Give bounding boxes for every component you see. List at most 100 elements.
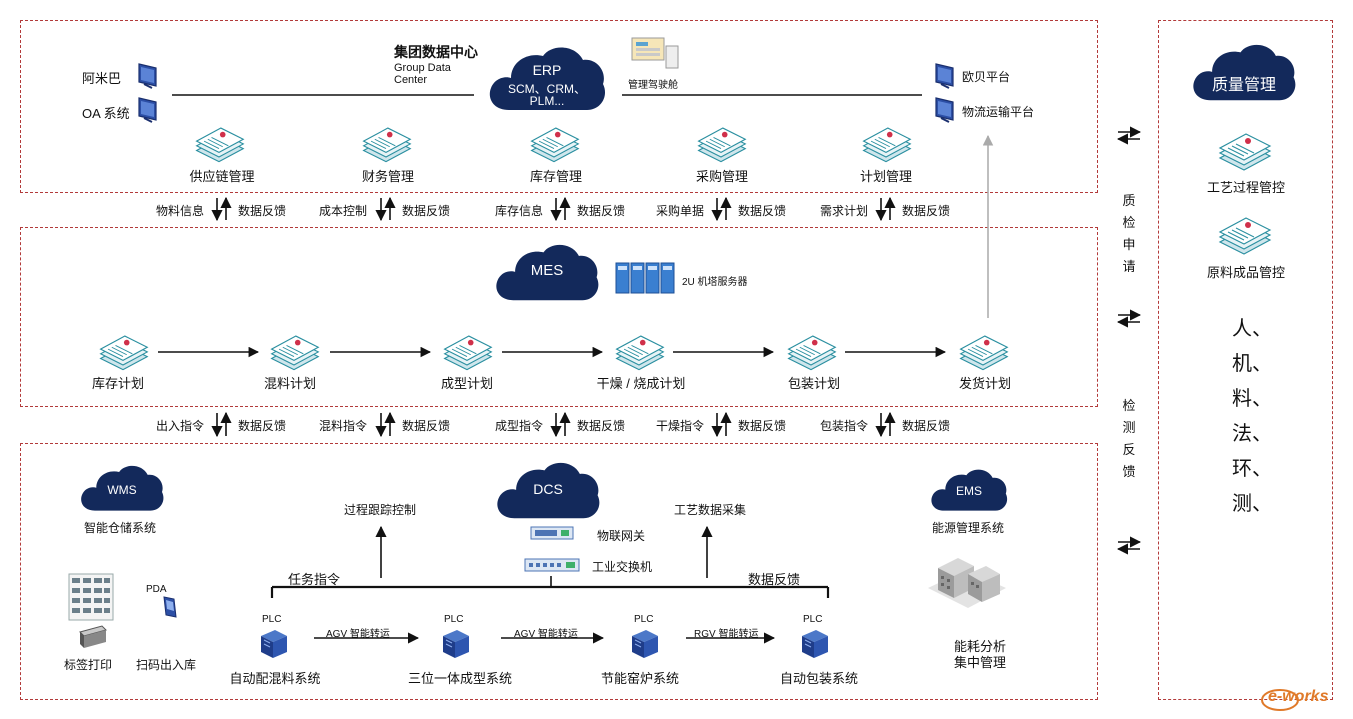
watermark-logo: e-works [1268,688,1329,705]
bottom-section [20,443,1098,700]
energy-analysis: 能耗分析 [953,639,1007,654]
barcode-sheet-icon [68,573,114,621]
printer-icon [79,625,107,648]
test-feedback-text: 检测 反馈 [1122,398,1136,479]
transport-label: RGV 智能转运 [694,629,759,640]
right-system-oubei: 欧贝平台 [962,70,1011,84]
erp-line2: PLM... [529,94,565,108]
watermark-swoosh [1261,689,1299,711]
gateway-label: 物联网关 [597,529,646,543]
module-inventory: 库存管理 [529,169,583,184]
energy-central: 集中管理 [953,655,1007,670]
switch-icon [524,558,580,572]
document-icon [1214,212,1274,256]
system-mixing: 自动配混料系统 [229,671,321,686]
quality-title: 质量管理 [1211,77,1276,94]
top-section [20,20,1098,193]
flow2-down-label: 出入指令 [156,419,205,433]
flow2-down-label: 混料指令 [319,419,368,433]
server-icon [615,262,675,294]
flow1-up-label: 数据反馈 [238,204,287,218]
system-packing: 自动包装系统 [779,671,859,686]
flow2-up-label: 数据反馈 [402,419,451,433]
plan-packing: 包装计划 [787,376,841,391]
plan-forming: 成型计划 [440,376,494,391]
plc-icon [628,626,662,660]
module-supply-chain: 供应链管理 [189,169,255,184]
feedback-label: 数据反馈 [748,572,801,587]
system-forming: 三位一体成型系统 [407,671,513,686]
flow1-down-label: 采购单据 [656,204,705,218]
flow1-down-label: 库存信息 [495,204,544,218]
flow2-up-label: 数据反馈 [238,419,287,433]
cockpit-icon [631,37,679,69]
plan-drying: 干燥 / 烧成计划 [596,376,686,391]
flow1-up-label: 数据反馈 [402,204,451,218]
plan-shipping: 发货计划 [958,376,1012,391]
quality-item-process: 工艺过程管控 [1206,180,1286,195]
erp-title: ERP [532,62,562,78]
left-system-amiba: 阿米巴 [82,71,122,86]
switch-label: 工业交换机 [592,560,653,574]
flow1-down-label: 需求计划 [820,204,869,218]
scan-label: 扫码出入库 [136,658,197,672]
mes-title: MES [530,262,564,279]
flow1-down-label: 物料信息 [156,204,205,218]
transport-label: AGV 智能转运 [514,629,578,640]
gateway-icon [530,526,574,540]
pda-icon [163,596,177,618]
ems-label: 能源管理系统 [932,521,1005,535]
exchange-icon [1116,126,1142,145]
transport-label: AGV 智能转运 [326,629,390,640]
document-icon [1214,128,1274,172]
module-purchase: 采购管理 [695,169,749,184]
tracking-label: 过程跟踪控制 [344,503,417,517]
cockpit-label: 管理驾驶舱 [628,80,678,91]
flow1-down-label: 成本控制 [319,204,368,218]
flow1-up-label: 数据反馈 [902,204,951,218]
exchange-icon [1116,536,1142,555]
group-center-en2: Center [394,74,428,86]
flow2-up-label: 数据反馈 [738,419,787,433]
flow1-up-label: 数据反馈 [577,204,626,218]
ems-title: EMS [955,484,982,498]
qc-apply-text: 质检 申请 [1122,193,1136,274]
plc-icon [439,626,473,660]
collect-label: 工艺数据采集 [674,503,747,517]
plc-label: PLC [444,614,464,625]
plan-inventory: 库存计划 [91,376,145,391]
flow1-up-label: 数据反馈 [738,204,787,218]
group-center-title: 集团数据中心 [394,44,478,60]
mes-section [20,227,1098,407]
server-label: 2U 机塔服务器 [682,277,748,288]
plan-mixing: 混料计划 [263,376,317,391]
quality-item-material: 原料成品管控 [1206,265,1286,280]
wms-label: 智能仓储系统 [84,521,157,535]
quality-factors: 人、机、 料、法、 环、测、 [1232,318,1272,515]
plc-icon [257,626,291,660]
exchange-icon [1116,309,1142,328]
flow2-up-label: 数据反馈 [902,419,951,433]
system-kiln: 节能窑炉系统 [600,671,680,686]
plc-icon [798,626,832,660]
right-system-logistics: 物流运输平台 [962,105,1035,119]
dcs-title: DCS [533,481,563,497]
group-data-center: 集团数据中心 Group Data Center [394,42,478,86]
module-finance: 财务管理 [361,169,415,184]
label-print-text: 标签打印 [64,658,113,672]
quality-section [1158,20,1333,700]
plc-label: PLC [803,614,823,625]
plc-label: PLC [634,614,654,625]
flow2-down-label: 包装指令 [820,419,869,433]
flow2-up-label: 数据反馈 [577,419,626,433]
pda-label: PDA [146,584,167,595]
task-label: 任务指令 [288,572,341,587]
plc-label: PLC [262,614,282,625]
flow2-down-label: 干燥指令 [656,419,705,433]
wms-title: WMS [107,483,137,497]
